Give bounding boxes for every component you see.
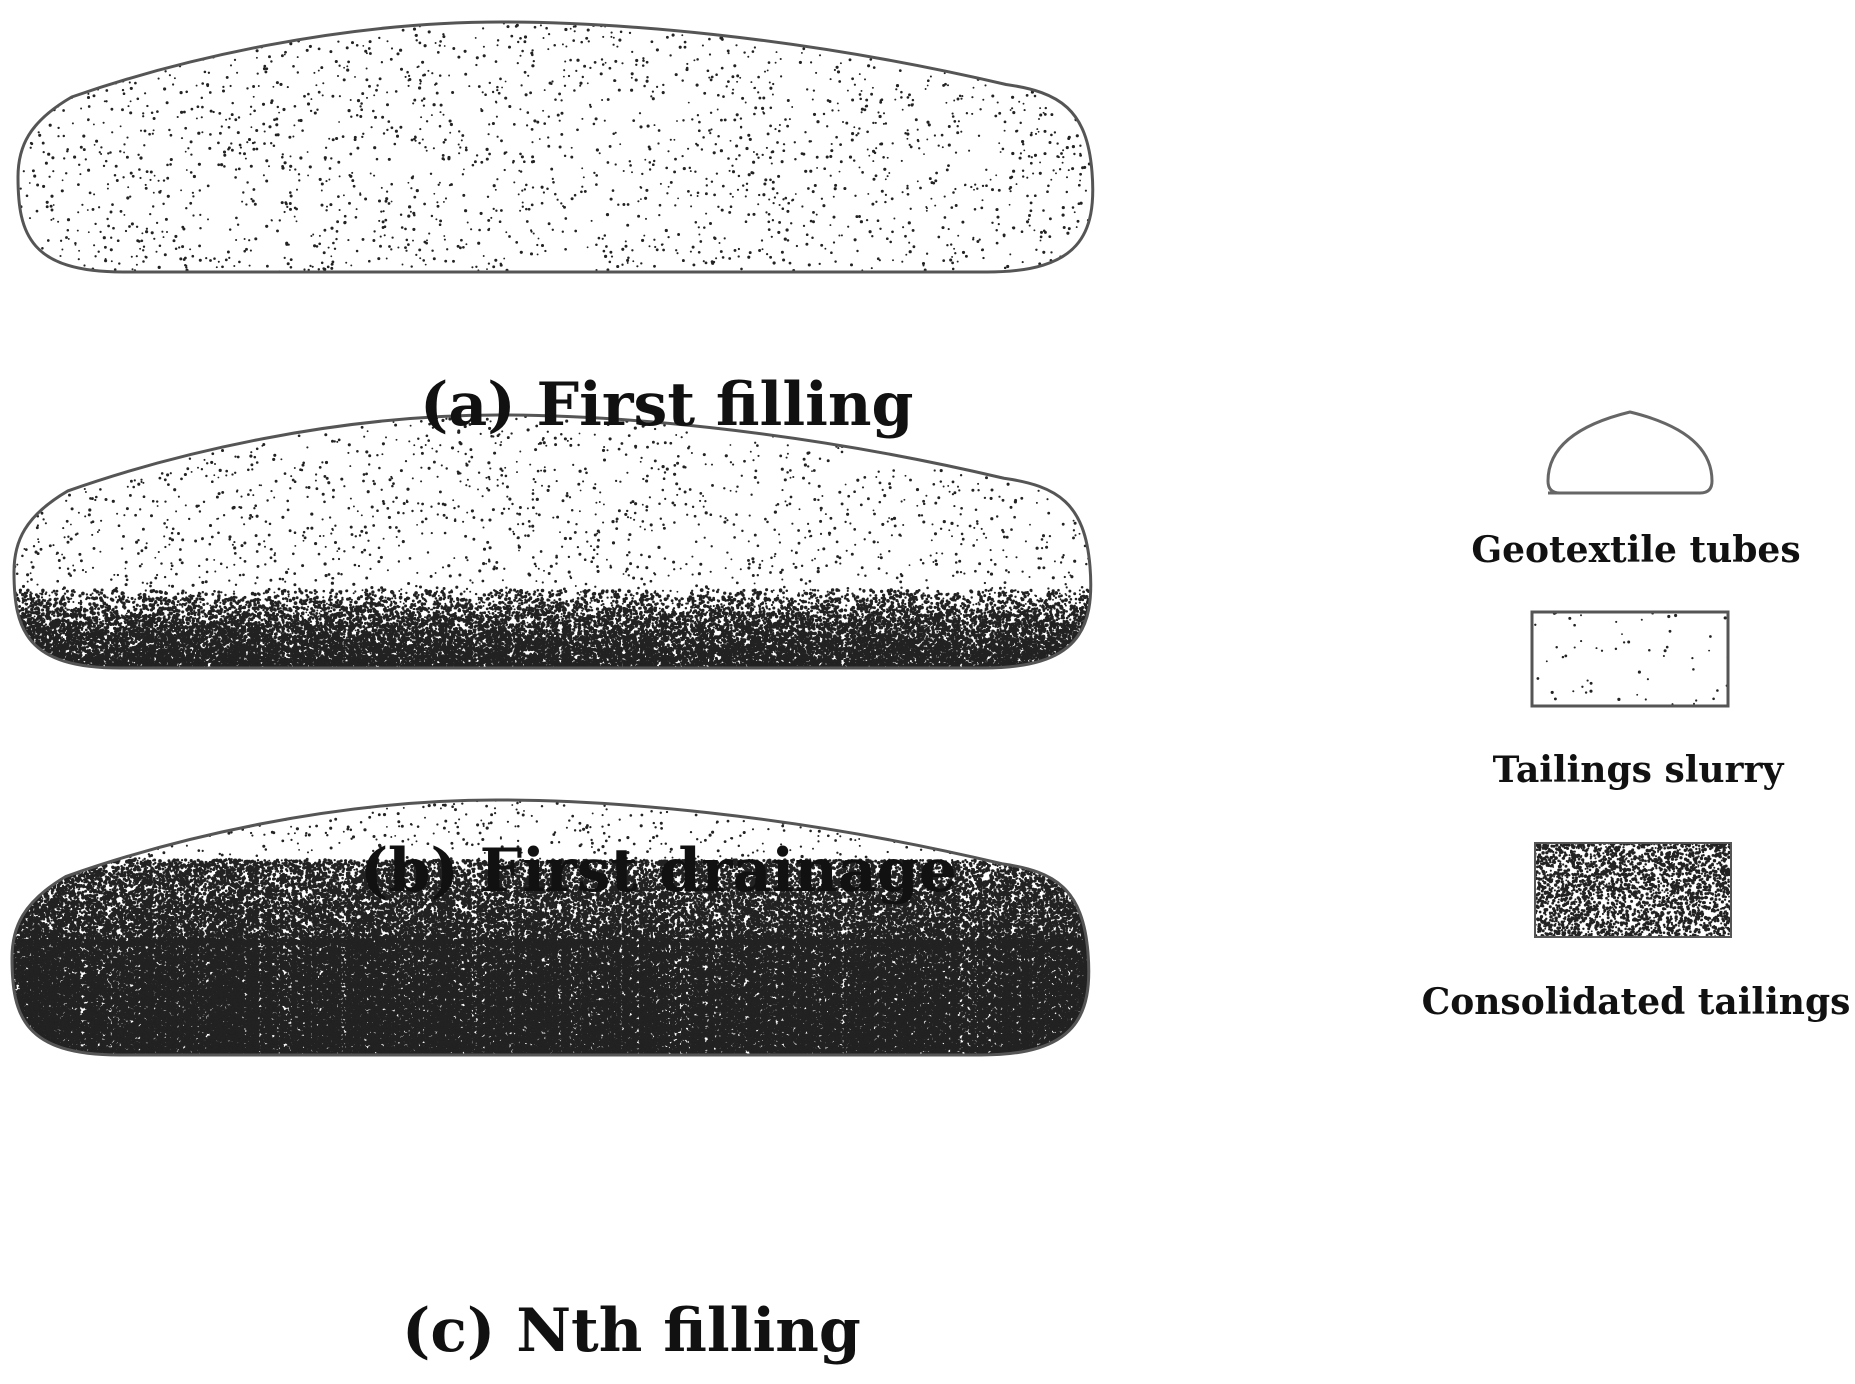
legend-slurry-swatch-fill — [1534, 611, 1729, 705]
legend-consolidated-swatch-fill — [1534, 842, 1733, 939]
legend-slurry-label: Tailings slurry — [1493, 750, 1784, 790]
panel-c-tube — [8, 794, 1099, 1062]
caption-a: (a) First filling — [420, 372, 914, 438]
caption-c: (c) Nth filling — [402, 1298, 861, 1364]
panel-a-tube — [11, 17, 1098, 277]
panel-c-fill — [8, 794, 1099, 1062]
panel-a-tube-outline — [18, 22, 1093, 272]
legend-tube-symbol — [1548, 412, 1712, 493]
legend-tube-label: Geotextile tubes — [1471, 530, 1800, 570]
panel-b-fill — [10, 409, 1099, 674]
panel-a-slurry-fill — [11, 17, 1098, 277]
legend-slurry-swatch — [1532, 612, 1728, 706]
legend-consolidated-label: Consolidated tailings — [1422, 982, 1851, 1022]
panel-b-tube — [10, 409, 1099, 674]
caption-b: (b) First drainage — [360, 838, 957, 904]
